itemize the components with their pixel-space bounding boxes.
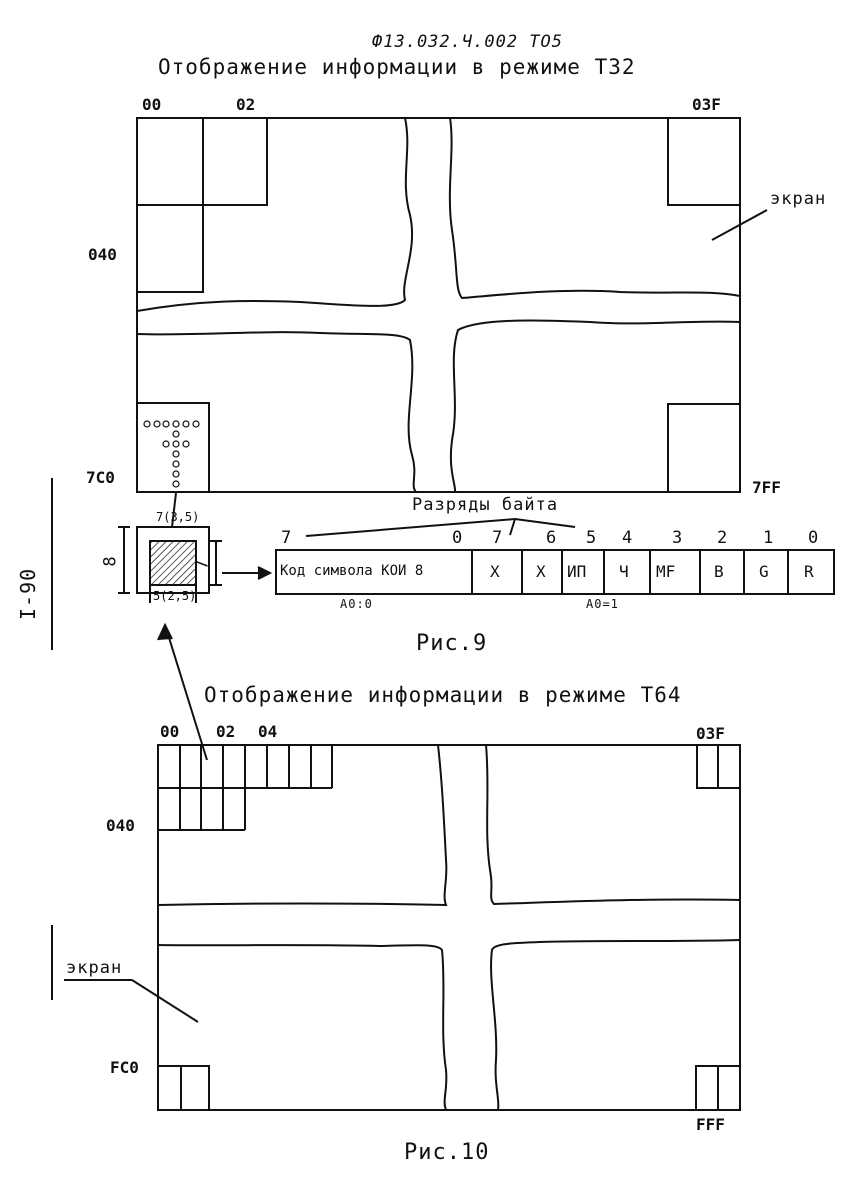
fig9-title: Отображение информации в режиме Т32 (158, 55, 636, 79)
char-cell-inner (149, 540, 197, 586)
fig10-caption: Рис.10 (404, 1140, 490, 1165)
fig10-screen-label: экран (66, 958, 123, 978)
fig10-screen-frame (157, 744, 741, 1111)
byte1-cell-4: Ч (619, 562, 629, 581)
fig9-caption: Рис.9 (416, 631, 488, 656)
char-size-right: 7 (192, 559, 213, 570)
byte1-bit-4: 4 (622, 528, 633, 548)
fig10-addr-fff: FFF (696, 1115, 725, 1134)
byte1-cell-2: B (714, 562, 724, 581)
margin-note: I-90 (16, 567, 40, 620)
fig10-addr-fc0: FC0 (110, 1058, 139, 1077)
fig10-addr-00: 00 (160, 722, 180, 741)
byte1-cell-1: G (759, 562, 769, 581)
fig10-addr-040: 040 (106, 816, 135, 835)
byte-table (275, 549, 835, 595)
fig10-addr-03f: 03F (696, 724, 725, 743)
byte0-cell: Код символа КОИ 8 (280, 563, 424, 579)
bits-label: Разряды байта (412, 495, 559, 515)
char-size-left: 8 (100, 556, 121, 567)
char-size-bottom: 5(2,5) (153, 589, 197, 603)
byte1-cell-7: X (490, 562, 500, 581)
fig9-addr-00: 00 (142, 95, 162, 114)
char-size-top: 7(3,5) (156, 510, 200, 524)
document-number: Ф13.032.Ч.002 ТО5 (372, 32, 563, 52)
fig10-addr-04: 04 (258, 722, 278, 741)
fig9-addr-040: 040 (88, 245, 117, 264)
byte1-cell-5: ИП (567, 562, 587, 581)
byte1-select: А0=1 (586, 597, 619, 611)
dot-matrix-character (143, 420, 200, 488)
byte1-bit-3: 3 (672, 528, 683, 548)
byte0-bit-lo: 0 (452, 528, 463, 548)
fig9-screen-label: экран (770, 189, 827, 209)
fig9-addr-02: 02 (236, 95, 256, 114)
fig9-addr-03f: 03F (692, 95, 721, 114)
byte1-bit-0: 0 (808, 528, 819, 548)
fig9-addr-7c0: 7C0 (86, 468, 115, 487)
byte0-bit-hi: 7 (281, 528, 292, 548)
byte1-cell-3: МF (656, 562, 676, 581)
fig10-addr-02: 02 (216, 722, 236, 741)
byte1-bit-1: 1 (763, 528, 774, 548)
byte1-bit-2: 2 (717, 528, 728, 548)
fig9-screen-frame (136, 117, 741, 493)
byte1-bit-6: 6 (546, 528, 557, 548)
byte1-bit-5: 5 (586, 528, 597, 548)
byte0-select: А0:0 (340, 597, 373, 611)
byte1-bit-7: 7 (492, 528, 503, 548)
fig10-title: Отображение информации в режиме Т64 (204, 683, 682, 707)
byte1-cell-6: X (536, 562, 546, 581)
byte1-cell-0: R (804, 562, 814, 581)
fig9-addr-7ff: 7FF (752, 478, 781, 497)
